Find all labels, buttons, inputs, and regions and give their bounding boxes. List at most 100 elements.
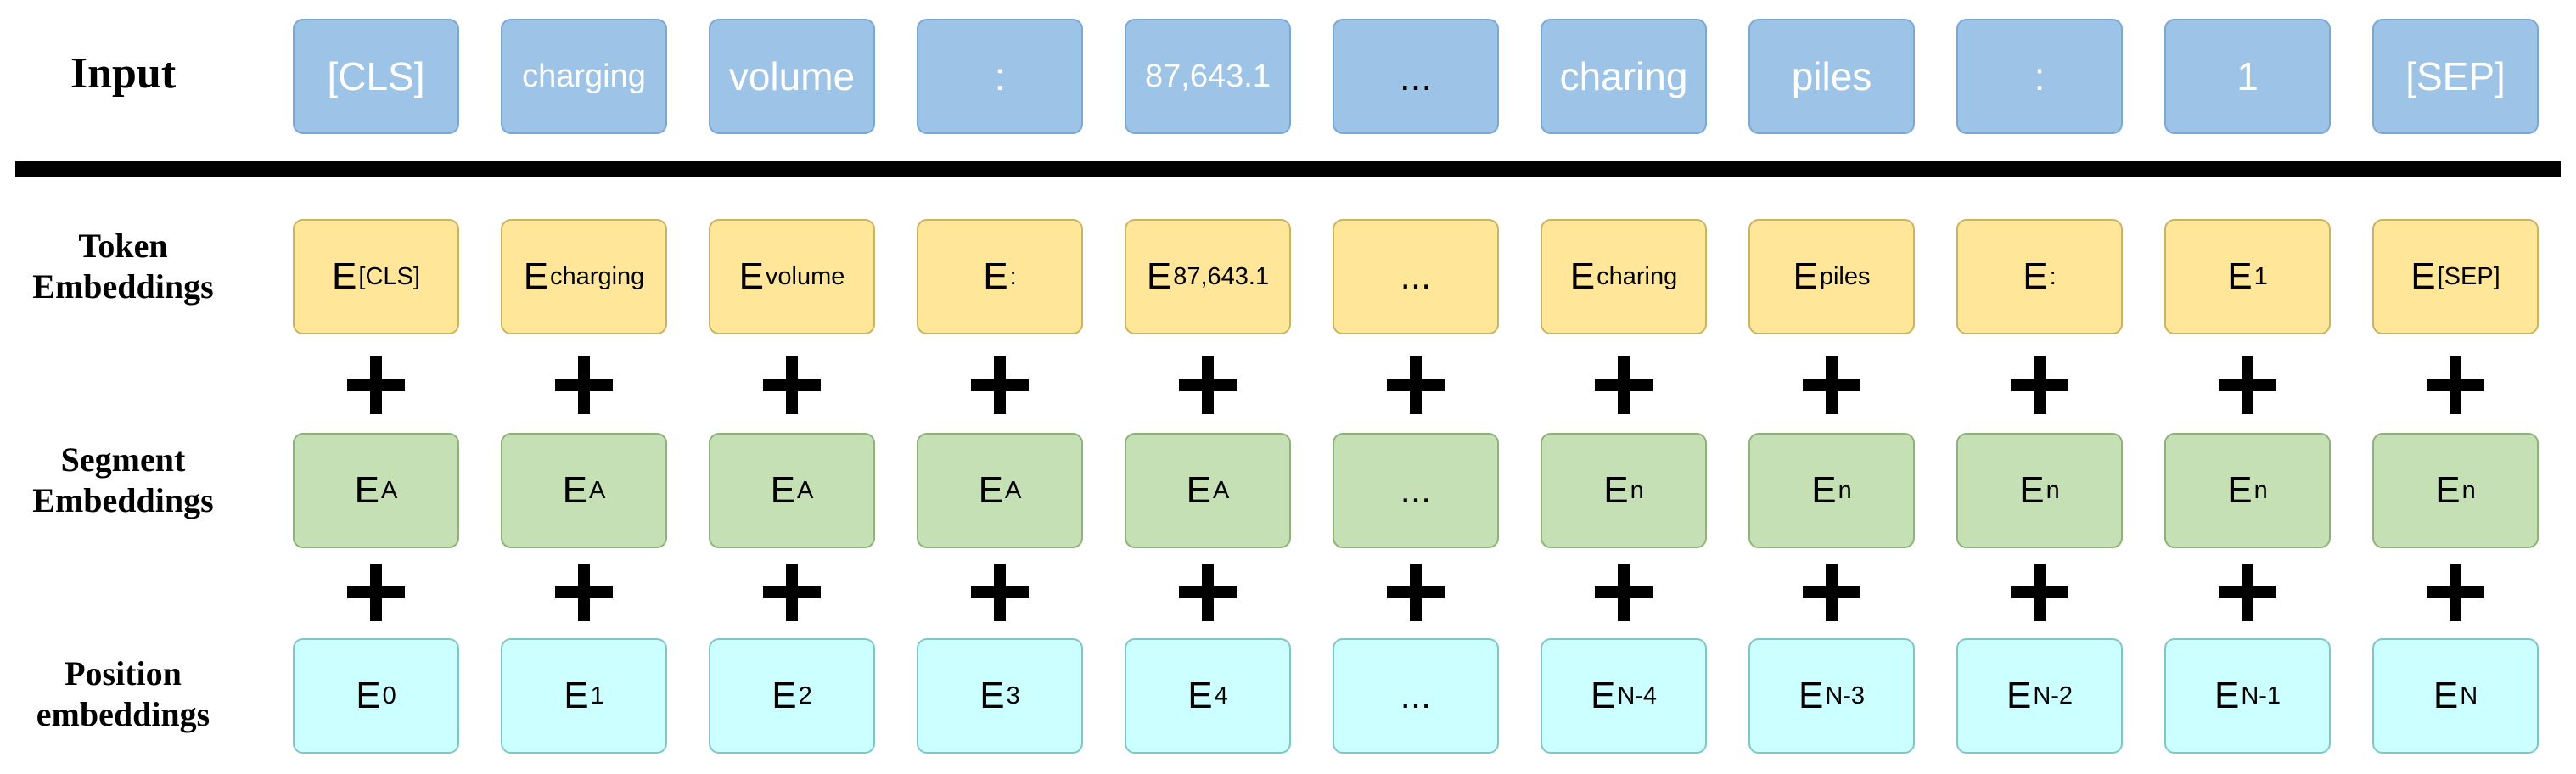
plus-icon xyxy=(293,558,459,626)
plus-icon xyxy=(1541,558,1707,626)
segment-embedding-base-6: E xyxy=(1603,469,1629,511)
section-divider xyxy=(15,161,2561,177)
segment-embeddings-label-line2: Embeddings xyxy=(32,481,214,519)
segment-embedding-subscript-0: A xyxy=(381,476,398,504)
token-embedding-subscript-3: : xyxy=(1009,262,1017,290)
token-embedding-subscript-0: [CLS] xyxy=(358,262,420,290)
position-embedding-base-8: E xyxy=(2006,675,2032,716)
segment-embedding-subscript-10: n xyxy=(2461,476,2476,504)
token-embedding-subscript-1: charging xyxy=(550,262,645,290)
input-token-6: charing xyxy=(1541,19,1707,134)
token-embedding-base-4: E xyxy=(1146,255,1172,297)
segment-embeddings-label: Segment Embeddings xyxy=(0,440,246,521)
segment-embedding-base-10: E xyxy=(2435,469,2461,511)
segment-embedding-subscript-8: n xyxy=(2046,476,2060,504)
segment-embedding-subscript-1: A xyxy=(589,476,606,504)
plus-icon xyxy=(1333,351,1499,419)
position-embedding-base-2: E xyxy=(772,675,797,716)
token-embedding-subscript-6: charing xyxy=(1597,262,1678,290)
position-embedding-base-1: E xyxy=(564,675,589,716)
segment-embedding-subscript-9: n xyxy=(2253,476,2268,504)
position-embedding-base-6: E xyxy=(1590,675,1616,716)
segment-embedding-subscript-4: A xyxy=(1213,476,1230,504)
segment-embedding-5: ... xyxy=(1333,433,1499,548)
token-embedding-5: ... xyxy=(1333,219,1499,334)
input-token-0: [CLS] xyxy=(293,19,459,134)
input-token-7: piles xyxy=(1748,19,1915,134)
segment-embedding-base-0: E xyxy=(354,469,379,511)
segment-embedding-base-8: E xyxy=(2019,469,2045,511)
position-embeddings-label-line1: Position xyxy=(65,654,182,693)
input-token-8: : xyxy=(1956,19,2123,134)
token-embedding-base-8: E xyxy=(2023,255,2048,297)
position-embedding-subscript-3: 3 xyxy=(1006,681,1020,710)
input-token-2: volume xyxy=(709,19,875,134)
token-embedding-base-0: E xyxy=(332,255,357,297)
position-embedding-5: ... xyxy=(1333,638,1499,754)
segment-embedding-base-5: ... xyxy=(1400,469,1432,511)
plus-icon xyxy=(2164,558,2331,626)
position-embedding-subscript-10: N xyxy=(2460,681,2478,710)
segment-embedding-subscript-6: n xyxy=(1630,476,1644,504)
input-token-5: ... xyxy=(1333,19,1499,134)
input-token-3: : xyxy=(917,19,1083,134)
position-embedding-base-9: E xyxy=(2214,675,2240,716)
position-embeddings-label: Position embeddings xyxy=(0,653,246,735)
token-embedding-3: E: xyxy=(917,219,1083,334)
plus-icon xyxy=(2372,351,2539,419)
token-embedding-subscript-10: [SEP] xyxy=(2437,262,2500,290)
input-token-1: charging xyxy=(501,19,667,134)
position-embedding-base-3: E xyxy=(979,675,1005,716)
token-embedding-base-7: E xyxy=(1793,255,1818,297)
plus-icon xyxy=(1125,351,1291,419)
position-embedding-subscript-2: 2 xyxy=(798,681,812,710)
token-embedding-subscript-2: volume xyxy=(765,262,845,290)
position-embedding-base-10: E xyxy=(2433,675,2459,716)
position-embedding-base-0: E xyxy=(356,675,381,716)
position-embedding-subscript-4: 4 xyxy=(1214,681,1228,710)
token-embedding-subscript-9: 1 xyxy=(2253,262,2268,290)
position-embeddings-label-line2: embeddings xyxy=(36,695,210,733)
token-embeddings-label: Token Embeddings xyxy=(0,226,246,307)
token-embeddings-label-line1: Token xyxy=(78,227,168,265)
position-embedding-subscript-1: 1 xyxy=(590,681,604,710)
plus-icon xyxy=(1956,351,2123,419)
plus-icon xyxy=(2164,351,2331,419)
plus-row-2 xyxy=(293,558,2539,626)
plus-icon xyxy=(1748,558,1915,626)
plus-icon xyxy=(293,351,459,419)
input-token-4: 87,643.1 xyxy=(1125,19,1291,134)
plus-icon xyxy=(709,558,875,626)
token-embedding-subscript-4: 87,643.1 xyxy=(1173,262,1270,290)
segment-embedding-base-3: E xyxy=(978,469,1003,511)
plus-icon xyxy=(1541,351,1707,419)
plus-icon xyxy=(1333,558,1499,626)
token-embedding-8: E: xyxy=(1956,219,2123,334)
position-embedding-base-4: E xyxy=(1187,675,1213,716)
plus-icon xyxy=(501,351,667,419)
segment-embedding-base-2: E xyxy=(770,469,795,511)
segment-embedding-subscript-3: A xyxy=(1005,476,1022,504)
